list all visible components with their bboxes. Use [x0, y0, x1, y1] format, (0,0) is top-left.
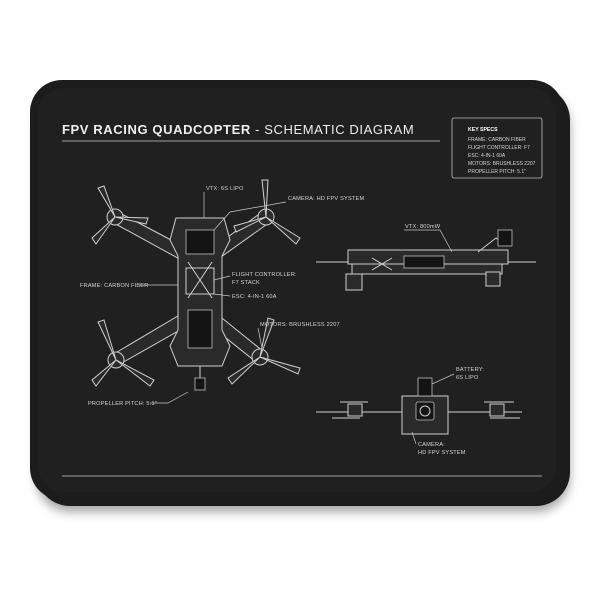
propeller-blade	[265, 216, 301, 245]
label-battery-2: 6S LIPO	[456, 375, 479, 381]
side-view-drone	[316, 229, 536, 291]
mousepad-print-area	[38, 88, 556, 492]
front-prop-left	[332, 401, 368, 419]
side-motor-left	[345, 273, 363, 291]
propeller-blade	[91, 216, 116, 245]
front-camera	[415, 401, 435, 421]
label-flight-controller-2: F7 STACK	[232, 280, 260, 286]
front-motor-right	[489, 403, 505, 417]
vtx-antenna	[194, 377, 206, 391]
key-spec-item: PROPELLER PITCH: 5.1"	[468, 169, 526, 175]
key-spec-item: FRAME: CARBON FIBER	[468, 137, 526, 143]
leader-motors	[257, 327, 263, 349]
motor-front-left	[91, 185, 149, 245]
leader-propeller-pitch	[150, 391, 189, 404]
side-battery	[403, 255, 445, 269]
propeller-blade	[259, 317, 275, 358]
front-motor-left	[347, 403, 363, 417]
key-spec-item: ESC: 4-IN-1 60A	[468, 153, 506, 159]
front-view-drone	[316, 377, 522, 435]
motor-rear-left	[91, 319, 155, 387]
label-vtx-top: VTX: 6S LIPO	[206, 186, 244, 192]
label-camera-top: CAMERA: HD FPV SYSTEM	[288, 196, 364, 202]
leader-battery	[431, 373, 455, 385]
propeller-blade	[233, 216, 267, 233]
front-prop-right	[484, 401, 520, 419]
motor-rear-right	[227, 317, 301, 385]
key-specs-border	[451, 117, 543, 179]
flight-controller-board	[185, 267, 215, 295]
label-vtx-side: VTX: 800mW	[405, 224, 441, 230]
propeller-blade	[227, 356, 261, 385]
key-specs-box: KEY SPECS FRAME: CARBON FIBER FLIGHT CON…	[451, 117, 543, 179]
key-specs-heading: KEY SPECS	[468, 127, 498, 133]
label-propeller-pitch: PROPELLER PITCH: 5.1"	[88, 401, 157, 407]
diagram-title: FPV RACING QUADCOPTER - SCHEMATIC DIAGRA…	[62, 122, 414, 137]
label-camera-front-2: HD FPV SYSTEM	[418, 450, 466, 456]
propeller-blade	[261, 179, 269, 218]
label-camera-front: CAMERA:	[418, 442, 445, 448]
propeller-blade	[97, 319, 117, 361]
center-frame	[169, 217, 231, 367]
label-motors: MOTORS: BRUSHLESS 2207	[260, 322, 340, 328]
leader-camera-front	[411, 431, 417, 445]
battery-strap	[187, 309, 213, 349]
propeller-blade	[97, 185, 116, 218]
leader-vtx-side	[404, 229, 453, 253]
title-sub: SCHEMATIC DIAGRAM	[264, 122, 414, 137]
title-separator: -	[251, 122, 264, 137]
front-camera-lens	[419, 405, 431, 417]
title-main: FPV RACING QUADCOPTER	[62, 122, 251, 137]
side-motor-right	[485, 271, 501, 287]
propeller-blade	[259, 356, 301, 375]
propeller-blade	[114, 216, 149, 225]
key-spec-item: MOTORS: BRUSHLESS 2207	[468, 161, 536, 167]
leader-flight-controller	[213, 275, 231, 281]
propeller-blade	[115, 359, 155, 387]
propeller-blade	[91, 359, 117, 387]
motor-front-right	[233, 179, 301, 245]
side-vtx-antenna	[497, 229, 513, 247]
camera-mount	[185, 229, 215, 255]
mousepad	[30, 80, 564, 500]
side-standoff	[371, 257, 393, 271]
label-frame: FRAME: CARBON FIBER	[80, 283, 148, 289]
key-spec-item: FLIGHT CONTROLLER: F7	[468, 145, 530, 151]
leader-camera-top	[213, 201, 287, 231]
top-view-drone	[91, 179, 301, 391]
label-battery: BATTERY:	[456, 367, 484, 373]
leader-esc	[213, 293, 231, 297]
label-flight-controller: FLIGHT CONTROLLER:	[232, 272, 297, 278]
label-esc: ESC: 4-IN-1 60A	[232, 294, 277, 300]
front-antenna	[417, 377, 433, 397]
